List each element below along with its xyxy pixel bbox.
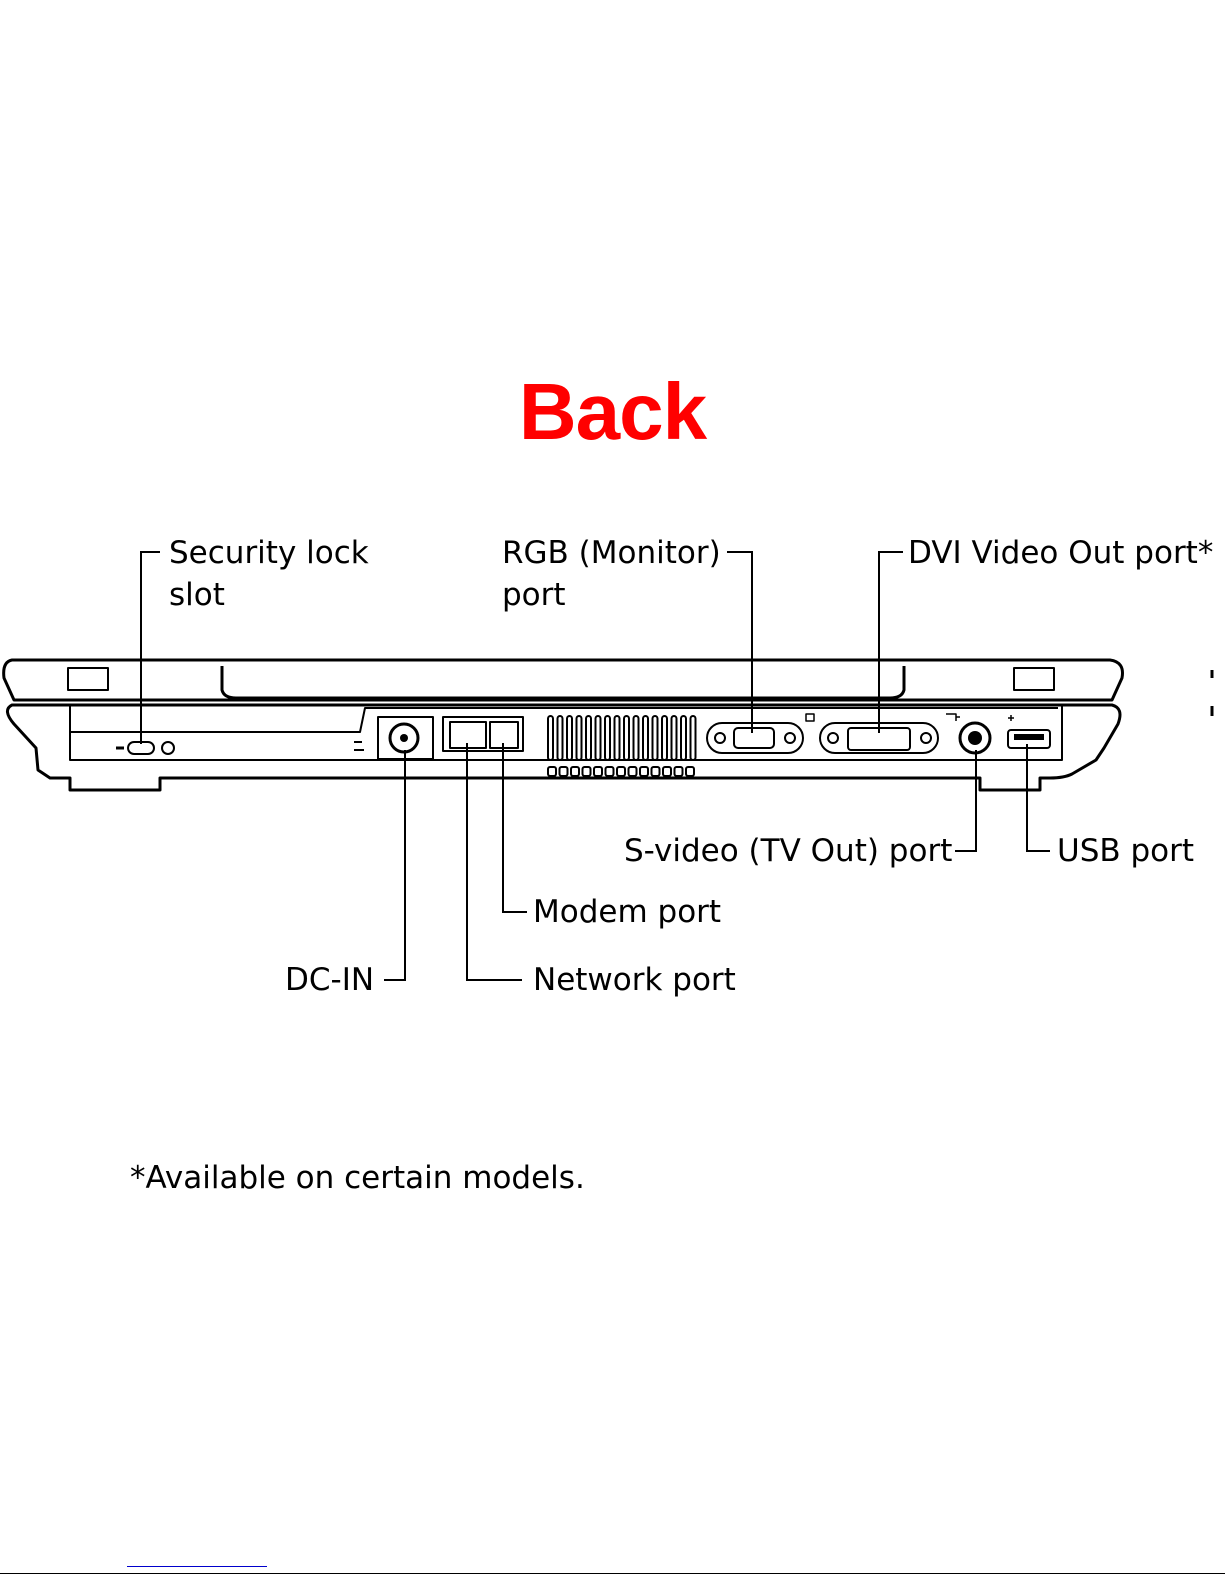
svideo-port-label: S-video (TV Out) port xyxy=(624,830,952,872)
network-port-label: Network port xyxy=(533,959,736,1001)
modem-port-label: Modem port xyxy=(533,891,721,933)
bottom-rule xyxy=(0,1573,1225,1574)
dvi-port-label: DVI Video Out port* xyxy=(908,532,1213,574)
security-lock-slot-label: Security lock slot xyxy=(169,532,379,616)
footnote: *Available on certain models. xyxy=(130,1160,585,1196)
dc-in-label: DC-IN xyxy=(285,959,374,1001)
rgb-port-label: RGB (Monitor) port xyxy=(502,532,732,616)
usb-port-label: USB port xyxy=(1057,830,1194,872)
link-underline xyxy=(127,1566,267,1567)
